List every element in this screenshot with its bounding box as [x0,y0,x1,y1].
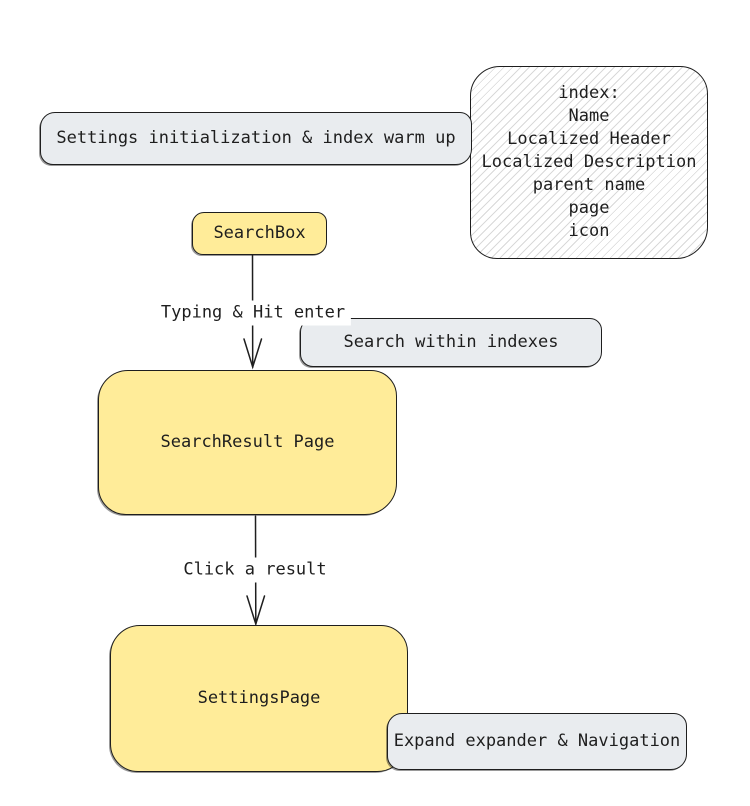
edge-label-click: Click a result [177,557,333,583]
node-settings-initialization-label: Settings initialization & index warm up [56,128,456,148]
index-fields-lines: index: Name Localized Header Localized D… [482,82,697,243]
index-note-line: Name [568,106,610,126]
edge-label-click-text: Click a result [183,559,327,580]
index-note-line: index: [558,83,620,103]
edge-label-typing-text: Typing & Hit enter [160,302,346,323]
node-expand-navigation-label: Expand expander & Navigation [393,731,681,751]
index-note-line: Localized Header [507,129,671,149]
node-searchresult-page-label: SearchResult Page [160,432,335,452]
index-note-line: Localized Description [481,152,697,172]
node-search-within-indexes-label: Search within indexes [343,332,559,352]
node-searchresult-page[interactable]: SearchResult Page [98,370,397,515]
node-search-within-indexes[interactable]: Search within indexes [300,318,602,367]
node-settingspage-label: SettingsPage [197,688,321,708]
node-settings-initialization[interactable]: Settings initialization & index warm up [40,112,472,165]
node-index-fields-note[interactable]: index: Name Localized Header Localized D… [470,66,708,259]
node-searchbox[interactable]: SearchBox [192,212,327,255]
index-note-line: icon [568,221,610,241]
index-note-line: parent name [532,175,646,195]
node-expand-navigation[interactable]: Expand expander & Navigation [387,713,687,770]
index-note-line: page [568,198,610,218]
edge-label-typing: Typing & Hit enter [154,300,352,326]
node-settingspage[interactable]: SettingsPage [110,625,408,772]
node-searchbox-label: SearchBox [213,223,306,243]
